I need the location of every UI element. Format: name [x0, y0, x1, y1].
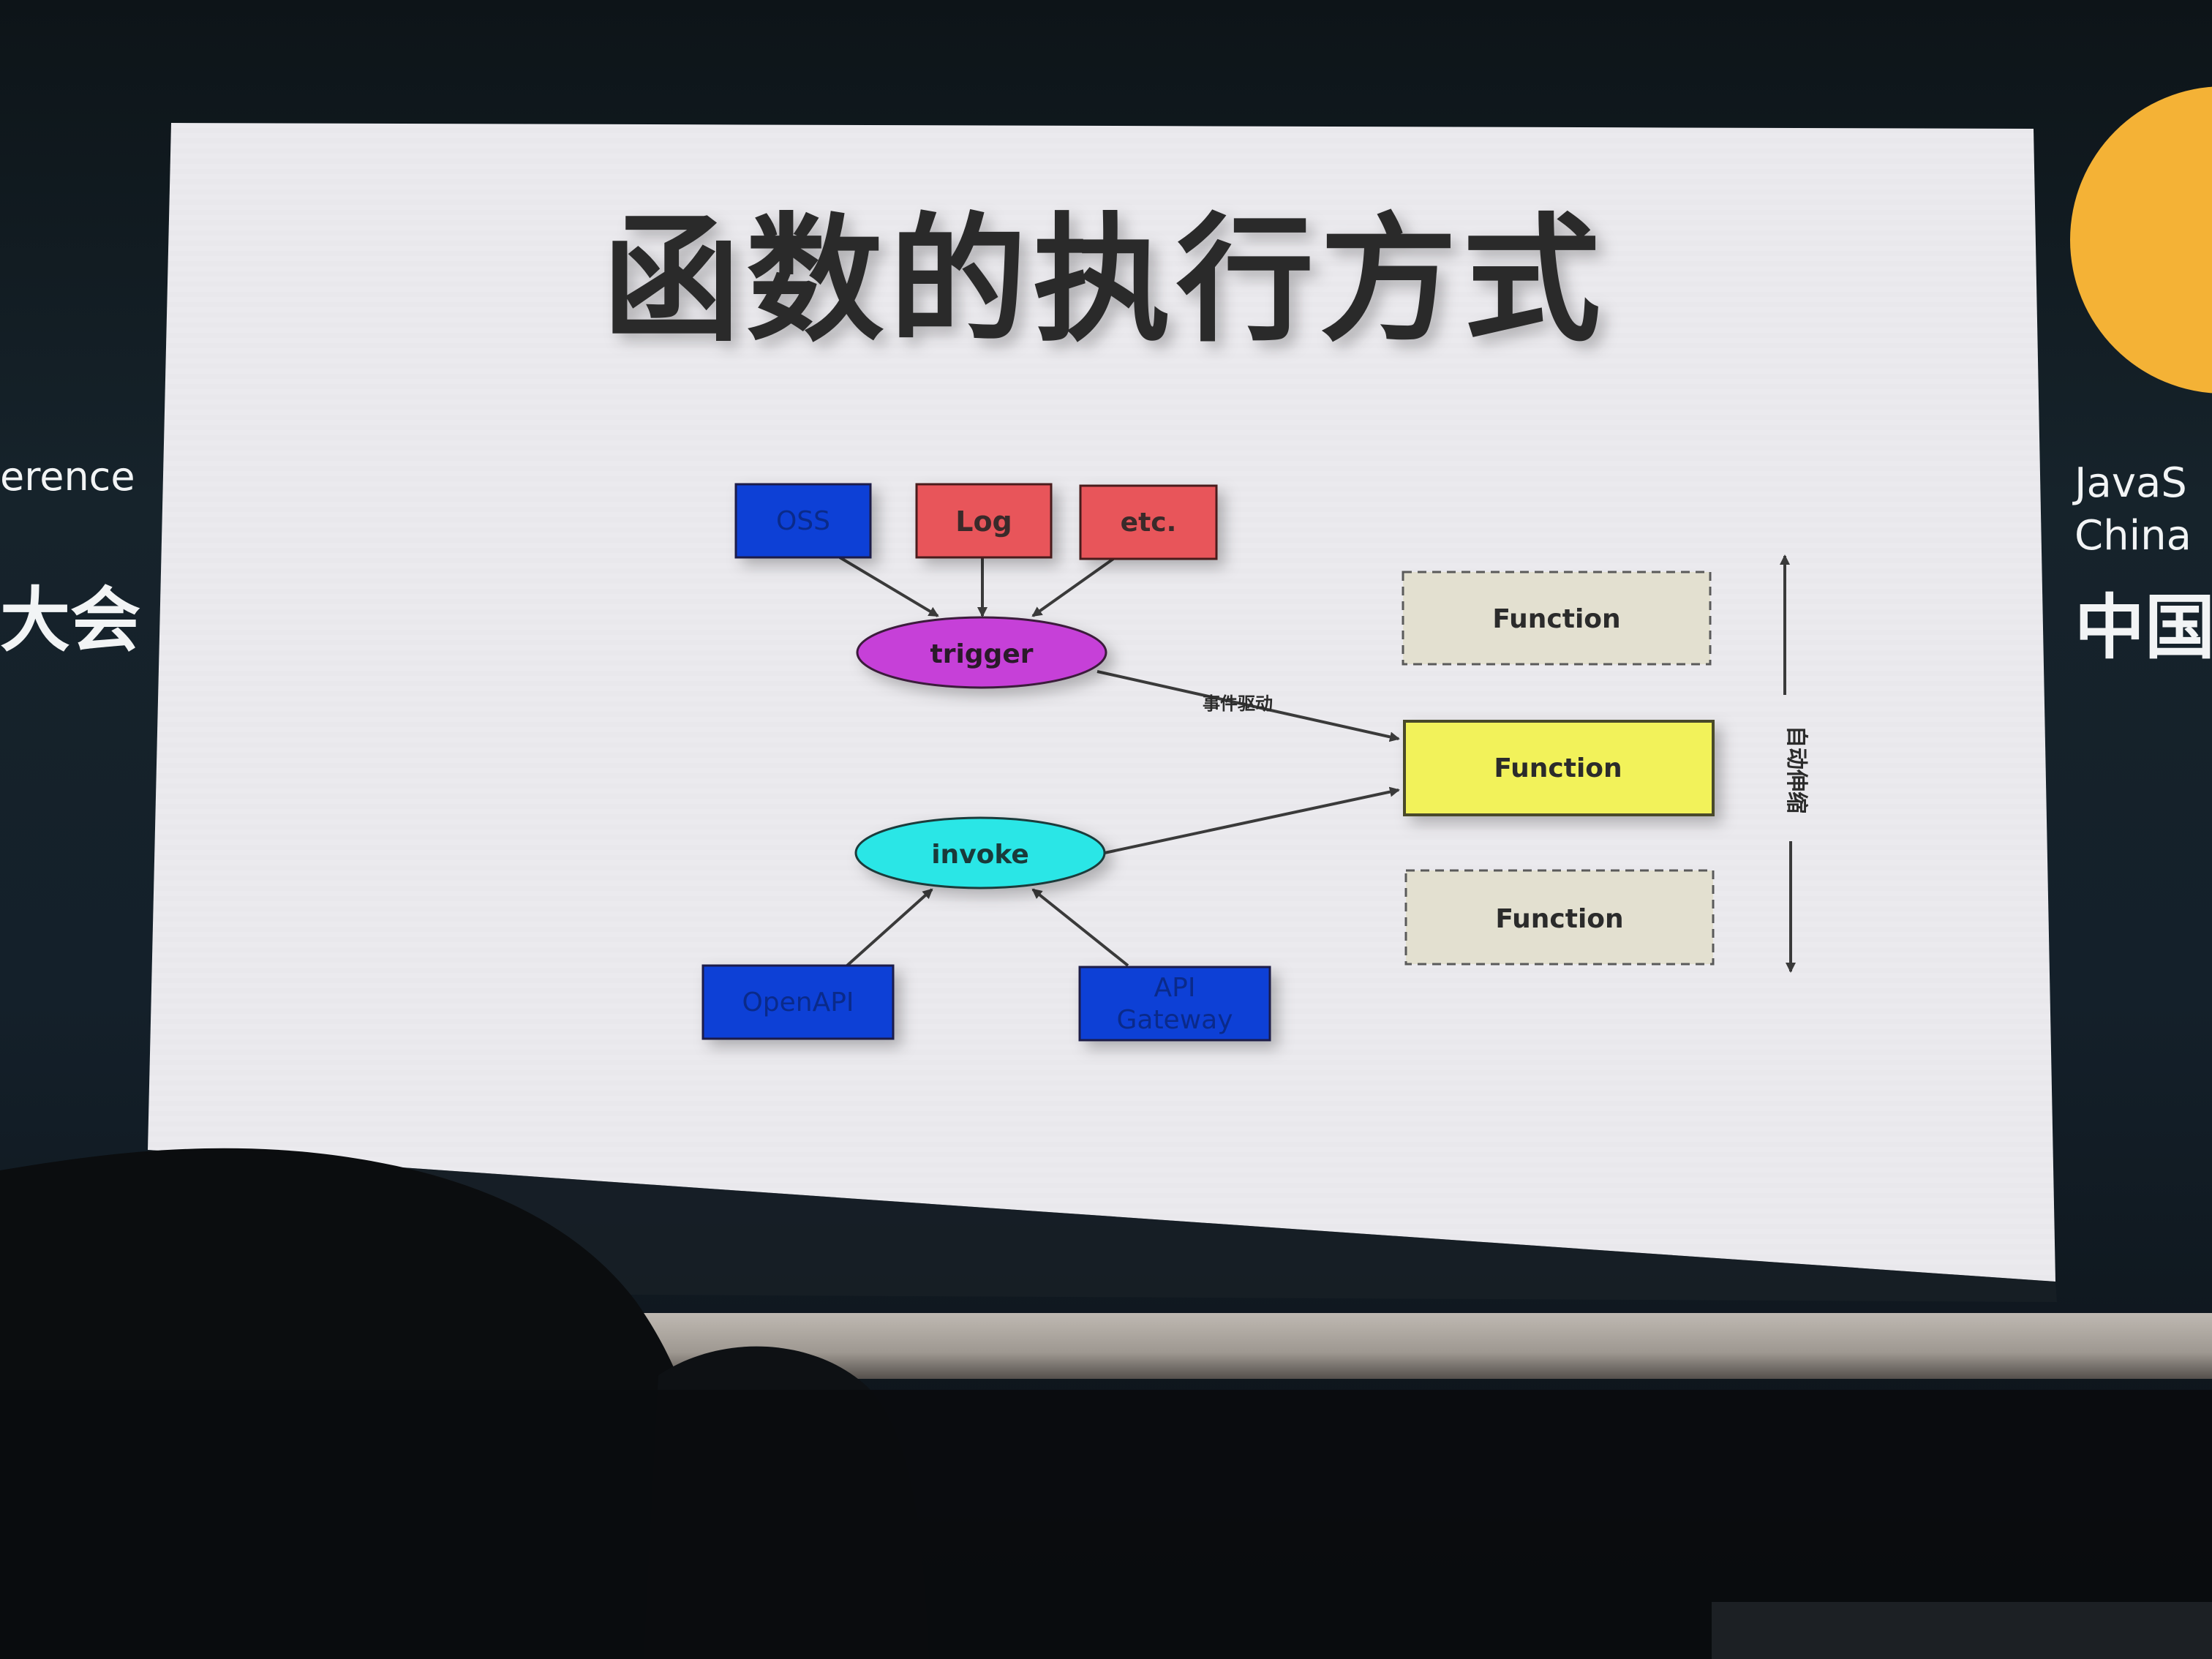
audience-seat-right	[1712, 1602, 2212, 1659]
